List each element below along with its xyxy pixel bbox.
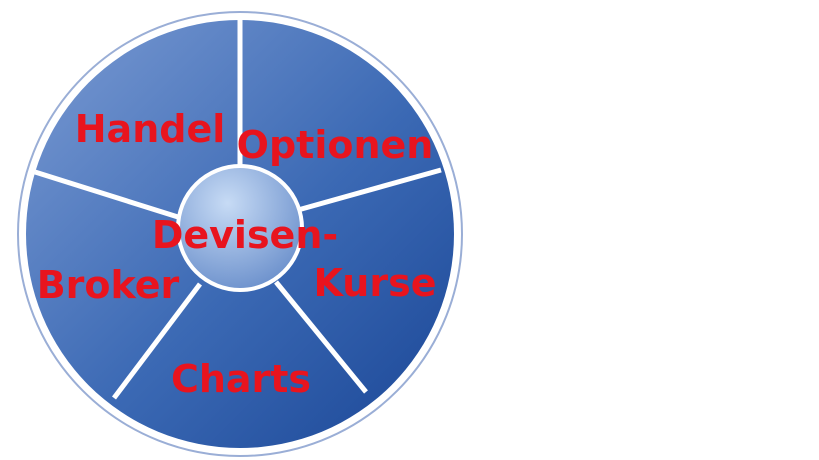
segment-dividers [34,20,442,400]
center-hub [176,164,304,292]
center-label-devisen: Devisen- [152,213,338,257]
divider-left [34,169,179,220]
segment-label-handel: Handel [75,107,226,151]
segment-label-charts: Charts [171,357,311,401]
divider-lower-left [112,282,202,400]
divider-lower-right [274,280,368,394]
segment-label-kurse: Kurse [314,261,437,305]
segment-label-optionen: Optionen [237,123,434,167]
divider-right [297,167,442,213]
segment-label-broker: Broker [37,263,180,307]
